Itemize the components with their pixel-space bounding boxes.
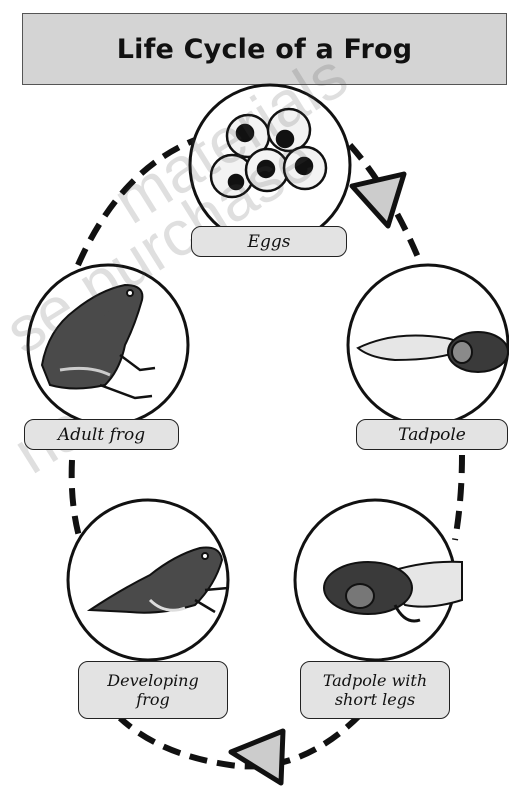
label-adult-frog: Adult frog bbox=[24, 419, 179, 450]
label-eggs: Eggs bbox=[191, 226, 347, 257]
arc-developing-to-adult bbox=[72, 460, 80, 540]
arrow-left-icon bbox=[231, 731, 283, 783]
label-eggs-text: Eggs bbox=[248, 232, 291, 252]
label-developing-frog: Developing frog bbox=[78, 661, 228, 719]
label-tadpole-text: Tadpole bbox=[398, 425, 466, 445]
label-tadpole-legs-text: Tadpole with short legs bbox=[311, 671, 439, 709]
arc-tadpole-to-legs bbox=[455, 455, 462, 540]
label-adult-frog-text: Adult frog bbox=[58, 425, 145, 445]
label-developing-frog-text: Developing frog bbox=[99, 671, 207, 709]
label-tadpole: Tadpole bbox=[356, 419, 508, 450]
arc-adult-to-eggs bbox=[78, 140, 195, 265]
label-tadpole-legs: Tadpole with short legs bbox=[300, 661, 450, 719]
